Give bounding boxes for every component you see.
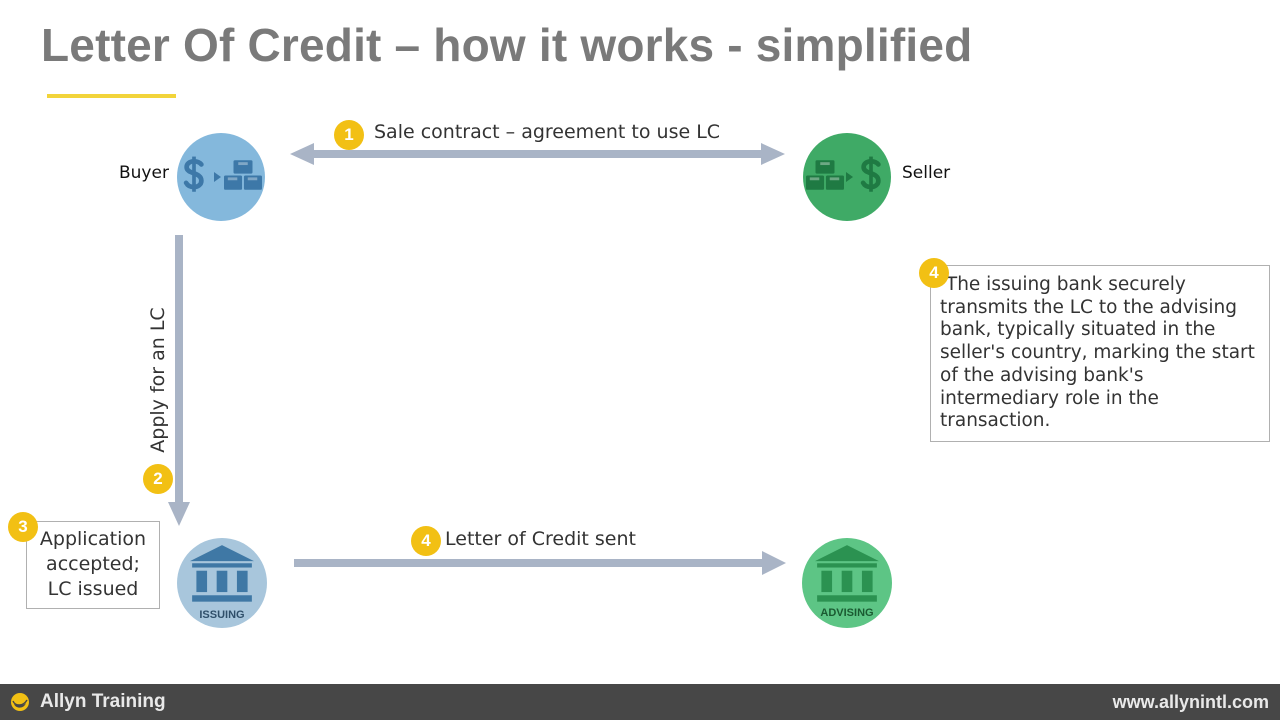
seller-label: Seller (902, 163, 951, 183)
step-3-line: Application (39, 528, 147, 550)
seller-icon (803, 133, 891, 221)
step-4-label: Letter of Credit sent (445, 528, 636, 550)
step-4-note-badge: 4 (919, 258, 949, 288)
advising-bank-icon: ADVISING (802, 538, 892, 628)
step-3-box: Application accepted; LC issued (26, 521, 160, 609)
step-4-note-box: The issuing bank securely transmits the … (930, 265, 1270, 442)
allyn-logo-icon (11, 693, 29, 711)
buyer-icon (177, 133, 265, 221)
sale-contract-arrow (290, 143, 785, 165)
footer-brand: Allyn Training (40, 691, 166, 712)
lc-sent-arrow (294, 551, 786, 575)
step-1-label: Sale contract – agreement to use LC (374, 121, 721, 143)
advising-bank-label: ADVISING (820, 607, 873, 619)
buyer-label: Buyer (119, 163, 169, 183)
title-underline (47, 94, 176, 98)
step-4-badge: 4 (411, 526, 441, 556)
step-3-line: LC issued (47, 578, 139, 600)
footer-bar: Allyn Training www.allynintl.com (0, 684, 1280, 720)
step-4-note-text: The issuing bank securely transmits the … (940, 274, 1255, 432)
slide-title: Letter Of Credit – how it works - simpli… (41, 19, 973, 71)
footer-url[interactable]: www.allynintl.com (1112, 692, 1269, 712)
step-3-badge: 3 (8, 512, 38, 542)
step-3-line: accepted; (46, 553, 140, 575)
apply-lc-arrow (168, 235, 190, 526)
step-1-badge: 1 (334, 120, 364, 150)
step-2-badge: 2 (143, 464, 173, 494)
issuing-bank-icon: ISSUING (177, 538, 267, 628)
step-2-label: Apply for an LC (147, 307, 169, 453)
issuing-bank-label: ISSUING (199, 609, 244, 621)
